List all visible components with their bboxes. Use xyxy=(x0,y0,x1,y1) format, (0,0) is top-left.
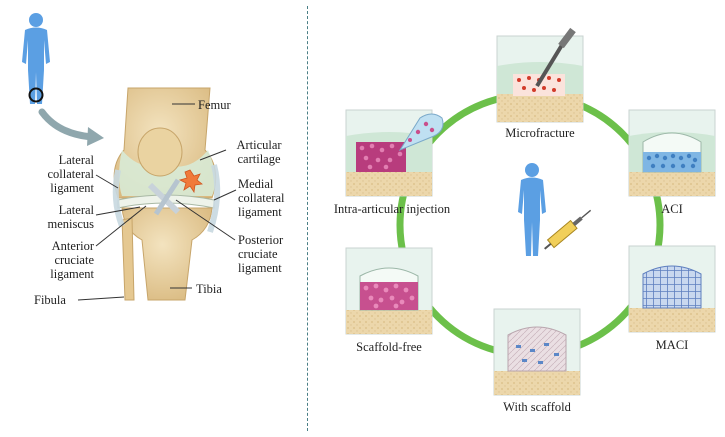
tile-aci xyxy=(628,109,716,197)
label-intra-articular-injection: Intra-articular injection xyxy=(333,202,451,216)
label-lateral-meniscus: Lateral meniscus xyxy=(47,203,94,231)
center-human-figure-icon xyxy=(518,163,546,256)
label-anterior-cruciate-ligament: Anterior cruciate ligament xyxy=(50,239,94,281)
human-figure-icon xyxy=(22,13,50,104)
pipette-icon xyxy=(398,113,444,152)
tile-maci xyxy=(628,245,716,333)
label-aci: ACI xyxy=(661,202,683,216)
label-femur: Femur xyxy=(198,98,231,112)
tile-intra-articular-injection xyxy=(345,109,444,197)
panel-divider xyxy=(307,6,308,431)
label-tibia: Tibia xyxy=(196,282,222,296)
magnifier-circle-icon xyxy=(28,87,44,103)
label-microfracture: Microfracture xyxy=(505,126,575,140)
tile-microfracture xyxy=(496,27,584,123)
cartilage-lesion-icon xyxy=(178,169,203,194)
label-lateral-collateral-ligament: Lateral collateral ligament xyxy=(47,153,95,195)
label-posterior-cruciate-ligament: Posterior cruciate ligament xyxy=(238,233,284,275)
leader-lines xyxy=(77,103,237,301)
label-articular-cartilage: Articular cartilage xyxy=(236,138,282,166)
label-with-scaffold: With scaffold xyxy=(503,400,571,414)
tile-scaffold-free xyxy=(345,247,433,335)
curved-arrow-icon xyxy=(38,108,96,141)
tile-with-scaffold xyxy=(493,308,581,396)
label-medial-collateral-ligament: Medial collateral ligament xyxy=(238,177,285,219)
syringe-icon xyxy=(544,209,592,250)
needle-icon xyxy=(535,38,567,88)
label-maci: MACI xyxy=(655,338,689,352)
label-scaffold-free: Scaffold-free xyxy=(356,340,422,354)
label-fibula: Fibula xyxy=(34,293,66,307)
knee-anatomy-illustration xyxy=(112,87,221,301)
